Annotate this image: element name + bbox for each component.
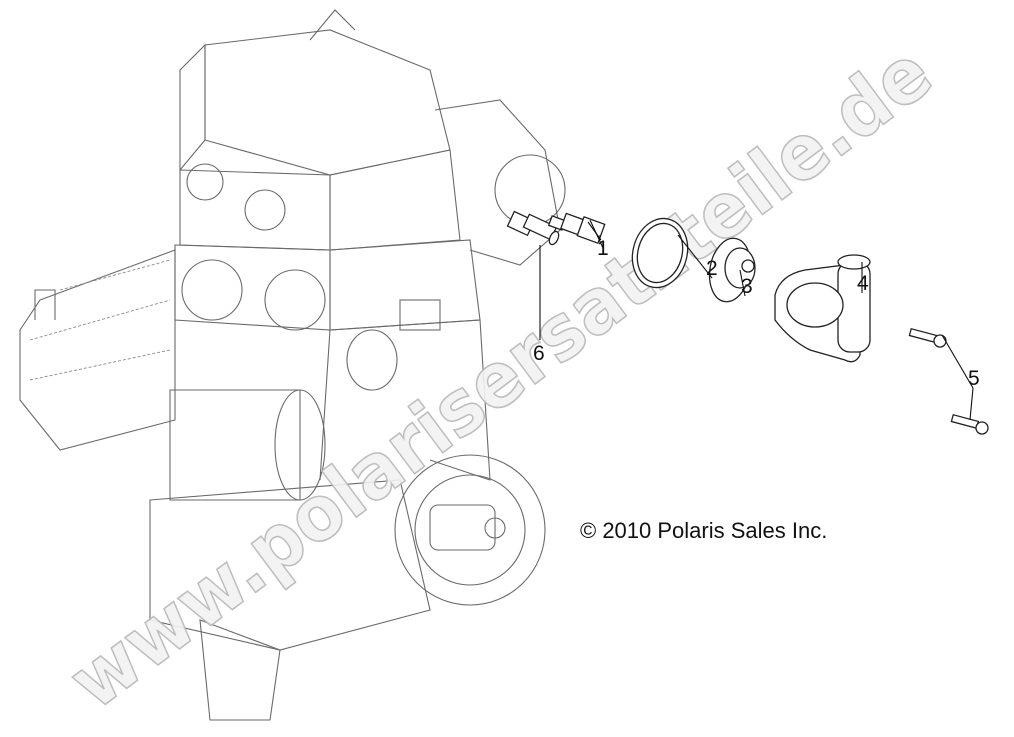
part-4-housing <box>774 254 871 363</box>
watermark: www.polarisersatzteile.de <box>53 28 948 727</box>
copyright-text: © 2010 Polaris Sales Inc. <box>580 518 827 543</box>
callout-6: 6 <box>533 342 545 365</box>
callout-5: 5 <box>968 367 980 390</box>
callout-3: 3 <box>741 275 753 298</box>
leader-lines <box>539 219 974 421</box>
callout-2: 2 <box>706 257 718 280</box>
part-6-fitting <box>506 210 560 246</box>
part-2-oring <box>631 217 689 289</box>
callout-4: 4 <box>857 272 869 295</box>
part-5-bolts <box>908 327 989 435</box>
part-3-thermostat <box>708 237 756 303</box>
callout-1: 1 <box>597 237 609 260</box>
